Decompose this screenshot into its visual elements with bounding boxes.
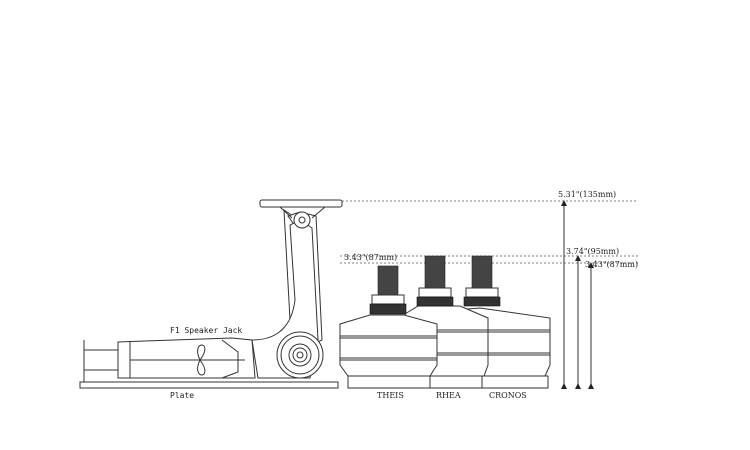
plate-label: Plate — [170, 391, 194, 400]
product-label-cronos: CRONOS — [489, 391, 527, 400]
bolt-head — [293, 211, 311, 229]
plate — [79, 381, 339, 389]
low-height-label-left: 3.43"(87mm) — [344, 253, 397, 262]
product-label-theis: THEIS — [377, 391, 404, 400]
max-height-label: 5.31"(135mm) — [558, 190, 616, 199]
product-label-rhea: RHEA — [436, 391, 461, 400]
top-plate — [259, 199, 343, 208]
low-height-label-right: 3.43"(87mm) — [585, 260, 638, 269]
jack-label: F1 Speaker Jack — [170, 326, 242, 335]
wheel — [276, 331, 324, 379]
theis-foot — [339, 265, 438, 389]
mid-height-label: 3.74"(95mm) — [566, 247, 619, 256]
f1-speaker-jack-drawing: F1 Speaker Jack Plate — [79, 199, 343, 400]
